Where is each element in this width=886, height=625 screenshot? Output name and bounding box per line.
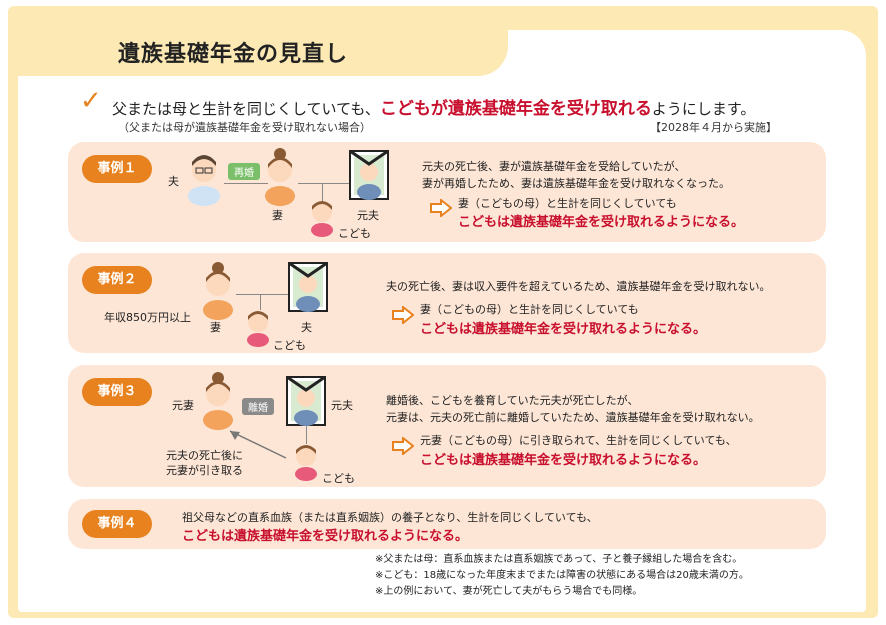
case-3-desc-1: 離婚後、こどもを養育していた元夫が死亡したが、 (386, 394, 639, 407)
custody-arrow-icon (229, 430, 287, 459)
case-2-result-2: こどもは遺族基礎年金を受け取れるようになる。 (420, 322, 707, 337)
child-figure (247, 311, 269, 347)
child-figure (311, 201, 333, 237)
case-2-result-1: 妻（こどもの母）と生計を同じくしていても (420, 303, 639, 316)
lead-emphasis: こどもが遺族基礎年金を受け取れる (379, 99, 652, 119)
marriage-line (224, 183, 268, 184)
case-3-panel (68, 365, 826, 487)
arrow-icon (430, 199, 452, 217)
case-1-result-2: こどもは遺族基礎年金を受け取れるようになる。 (458, 215, 745, 230)
label-custody-1: 元夫の死亡後に (166, 449, 243, 462)
label-husband: 夫 (168, 175, 179, 188)
remarried-tag: 再婚 (228, 163, 260, 180)
case-3-result-2: こどもは遺族基礎年金を受け取れるようになる。 (420, 453, 707, 468)
lead-text: 父または母と生計を同じくしていても、こどもが遺族基礎年金を受け取れるようにします… (112, 94, 755, 119)
case-3-badge: 事例３ (82, 378, 152, 406)
case-2-badge: 事例２ (82, 266, 152, 294)
wife-figure (203, 262, 233, 320)
child-figure (295, 445, 317, 481)
memorial-portrait-icon (286, 375, 326, 426)
case-4-badge: 事例４ (82, 510, 152, 538)
check-icon: ✓ (80, 86, 102, 116)
memorial-portrait-icon (288, 261, 328, 312)
label-wife: 妻 (210, 321, 221, 334)
child-line (322, 183, 323, 201)
memorial-portrait-icon (349, 149, 389, 200)
label-child: こども (322, 472, 355, 485)
divorce-tag: 離婚 (242, 398, 274, 415)
label-custody-2: 元妻が引き取る (166, 464, 243, 477)
marriage-line (236, 294, 288, 295)
lead-prefix: 父または母と生計を同じくしていても、 (112, 100, 380, 118)
label-income: 年収850万円以上 (104, 311, 191, 324)
case-4-panel (68, 499, 826, 549)
wife-figure (265, 148, 295, 206)
footnote: ※父または母：直系血族または直系姻族であって、子と養子縁組した場合を含む。 (375, 554, 743, 565)
child-line (260, 294, 261, 310)
case-3-result-1: 元妻（こどもの母）に引き取られて、生計を同じくしていても、 (420, 434, 737, 447)
child-line (306, 426, 307, 444)
arrow-icon (392, 306, 414, 324)
case-1-badge: 事例１ (82, 155, 152, 183)
ex-marriage-line (298, 183, 350, 184)
case-1-desc-1: 元夫の死亡後、妻が遺族基礎年金を受給していたが、 (422, 160, 686, 173)
title-tab (18, 28, 508, 76)
label-ex-wife: 元妻 (172, 399, 194, 412)
label-ex-husband: 元夫 (331, 399, 353, 412)
case-4-desc: 祖父母などの直系血族（または直系姻族）の養子となり、生計を同じくしていても、 (182, 511, 598, 524)
ex-wife-figure (203, 372, 233, 430)
label-child: こども (338, 227, 371, 240)
arrow-icon (392, 437, 414, 455)
page-title: 遺族基礎年金の見直し (118, 42, 349, 67)
case-1-desc-2: 妻が再婚したため、妻は遺族基礎年金を受け取れなくなった。 (422, 177, 730, 190)
footnotes: ※父または母：直系血族または直系姻族であって、子と養子縁組した場合を含む。 ※こ… (375, 552, 749, 600)
case-2-desc-1: 夫の死亡後、妻は収入要件を超えているため、遺族基礎年金を受け取れない。 (386, 280, 771, 293)
case-3-desc-2: 元妻は、元夫の死亡前に離婚していたため、遺族基礎年金を受け取れない。 (386, 411, 760, 424)
case-1-result-1: 妻（こどもの母）と生計を同じくしていても (458, 197, 677, 210)
label-husband: 夫 (301, 321, 312, 334)
case-4-result: こどもは遺族基礎年金を受け取れるようになる。 (182, 529, 469, 544)
footnote: ※こども：18歳になった年度末までまたは障害の状態にある場合は20歳未満の方。 (375, 570, 749, 581)
husband-figure (188, 155, 220, 206)
lead-subtext: （父または母が遺族基礎年金を受け取れない場合） (118, 121, 371, 134)
label-wife: 妻 (272, 209, 283, 222)
label-ex-husband: 元夫 (357, 209, 379, 222)
lead-suffix: ようにします。 (651, 100, 756, 118)
implementation-date: 【2028年４月から実施】 (650, 121, 777, 134)
label-child: こども (273, 339, 306, 352)
case-2-panel (68, 253, 826, 353)
footnote: ※上の例において、妻が死亡して夫がもらう場合でも同様。 (375, 586, 643, 597)
